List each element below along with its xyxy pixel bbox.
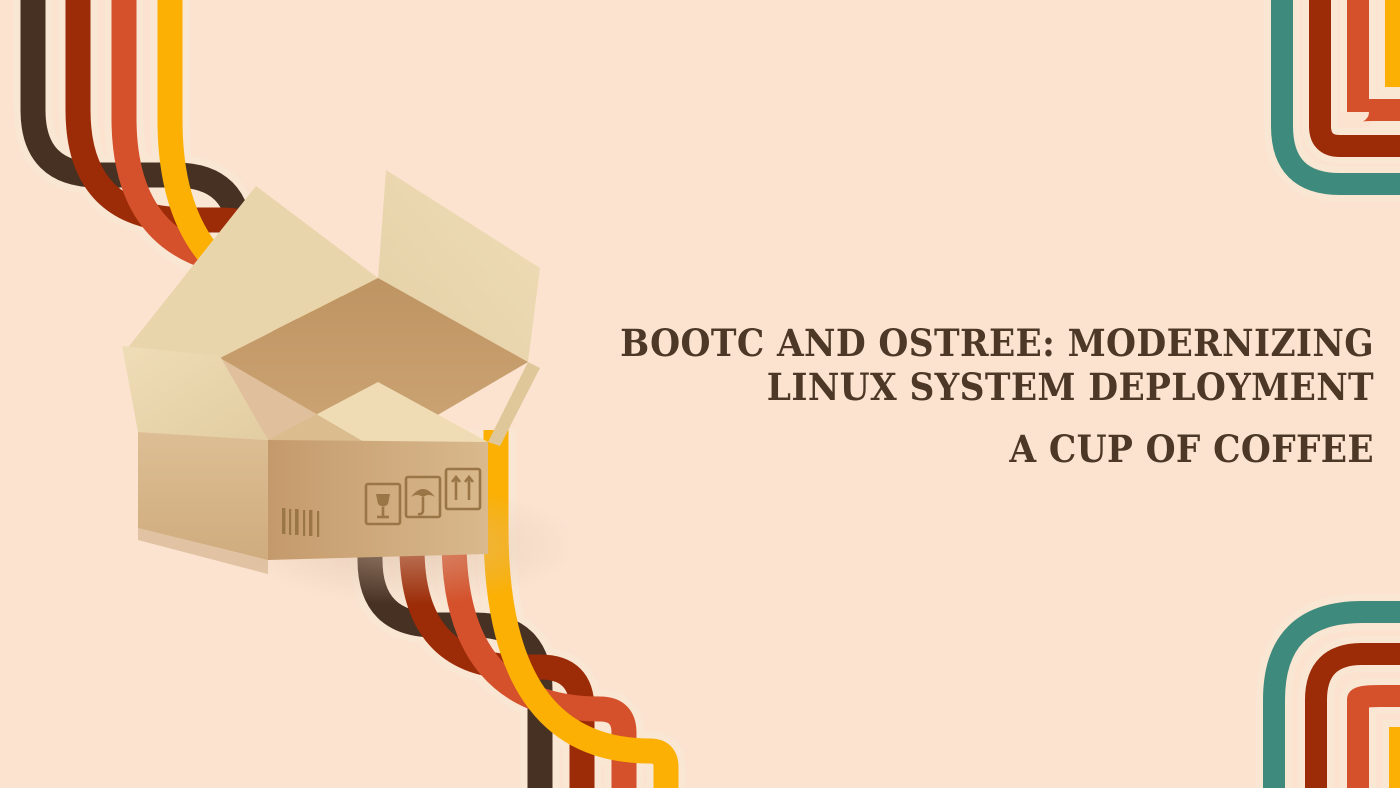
- box-bevel-left: [138, 528, 268, 574]
- box-flap-back-left: [126, 186, 378, 358]
- stripe-band-teal: [1274, 612, 1400, 788]
- box-face-left: [138, 432, 268, 560]
- stripe-band-orange-red: [1358, 0, 1400, 112]
- barcode: [282, 508, 320, 537]
- stripe-band-maroon: [1316, 654, 1400, 788]
- this-side-up-icon: [444, 467, 482, 511]
- subtitle-line-1: A CUP OF COFFEE: [1009, 427, 1374, 471]
- shipping-symbols-group: [364, 467, 482, 526]
- stripe-outline: [1316, 654, 1400, 788]
- page-title: BOOTC AND OSTREE: MODERNIZING LINUX SYST…: [534, 321, 1374, 409]
- stripe-outline: [1358, 0, 1400, 112]
- stripe-band-orange-red: [1358, 696, 1400, 788]
- stripe-band-amber: [1396, 0, 1400, 76]
- stripe-band-teal: [1282, 0, 1400, 184]
- box-interior-back: [220, 278, 528, 450]
- title-line-1: BOOTC AND OSTREE: MODERNIZING: [620, 321, 1374, 365]
- title-line-2: LINUX SYSTEM DEPLOYMENT: [766, 364, 1374, 409]
- keep-dry-umbrella-icon: [404, 475, 442, 519]
- stripe-band-maroon: [1320, 0, 1400, 146]
- fragile-glass-icon: [364, 482, 402, 526]
- stripe-outline: [1396, 0, 1400, 76]
- open-cardboard-box-illustration: [108, 150, 568, 610]
- stripe-outline: [1274, 612, 1400, 788]
- stripe-outline: [1358, 696, 1400, 788]
- box-flap-back-right: [378, 170, 540, 362]
- box-flap-front-right: [488, 362, 540, 446]
- stripe-outline: [1320, 0, 1400, 146]
- stripe-outline: [1282, 0, 1400, 184]
- box-flap-front-left: [122, 346, 268, 440]
- page-subtitle: A CUP OF COFFEE: [534, 427, 1374, 472]
